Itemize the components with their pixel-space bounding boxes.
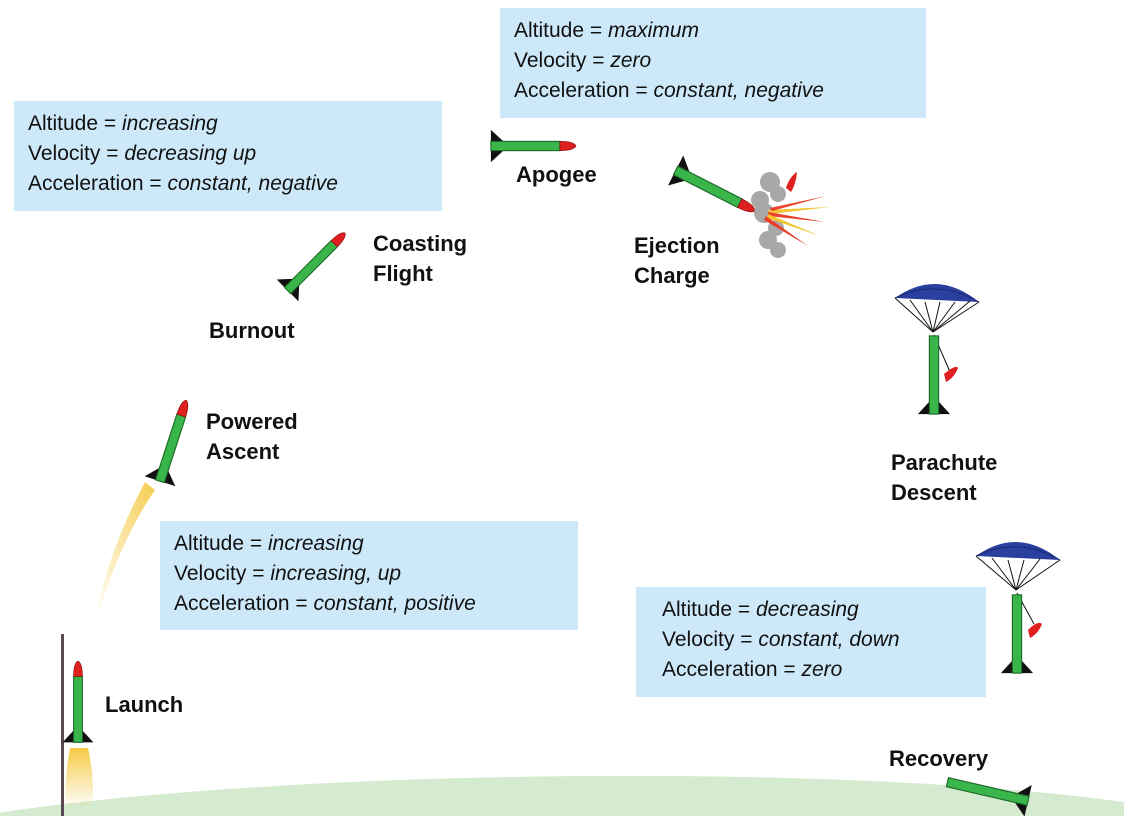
acceleration-row: Acceleration = constant, negative (514, 76, 912, 106)
recovery-rocket-icon (945, 776, 1032, 816)
acceleration-value: zero (801, 658, 843, 681)
altitude-row: Altitude = increasing (28, 109, 428, 139)
descent-info-box: Altitude = decreasing Velocity = constan… (636, 587, 986, 697)
altitude-label: Altitude = (28, 112, 122, 135)
ejection-flash (764, 196, 830, 246)
altitude-value: increasing (267, 532, 364, 555)
apogee-info-box: Altitude = maximum Velocity = zero Accel… (500, 8, 926, 118)
velocity-label: Velocity = (662, 628, 759, 651)
stage-label-line: Ejection (634, 233, 720, 258)
stage-label-parachute-descent: Parachute Descent (891, 448, 997, 508)
velocity-label: Velocity = (174, 562, 271, 585)
velocity-row: Velocity = zero (514, 46, 912, 76)
stage-label-coasting-flight: Coasting Flight (373, 229, 467, 289)
velocity-row: Velocity = decreasing up (28, 139, 428, 169)
altitude-value: maximum (607, 19, 699, 42)
launch-rocket-icon (62, 660, 94, 743)
acceleration-row: Acceleration = zero (662, 655, 972, 685)
ejected-nose-cone-icon (786, 172, 797, 192)
velocity-value: increasing, up (270, 562, 402, 585)
stage-label-apogee: Apogee (516, 162, 597, 187)
altitude-label: Altitude = (514, 19, 608, 42)
powered-ascent-rocket-icon (144, 394, 203, 487)
velocity-label: Velocity = (514, 49, 611, 72)
coasting-info-box: Altitude = increasing Velocity = decreas… (14, 101, 442, 211)
stage-label-line: Powered (206, 409, 298, 434)
altitude-row: Altitude = maximum (514, 16, 912, 46)
acceleration-row: Acceleration = constant, negative (28, 169, 428, 199)
velocity-value: decreasing up (124, 142, 257, 165)
acceleration-value: constant, negative (653, 79, 824, 102)
velocity-row: Velocity = constant, down (662, 625, 972, 655)
acceleration-row: Acceleration = constant, positive (174, 589, 564, 619)
altitude-label: Altitude = (662, 598, 756, 621)
stage-label-line: Coasting (373, 231, 468, 256)
coasting-rocket-icon (276, 221, 357, 302)
ejection-rocket-icon (667, 154, 763, 227)
powered-info-box: Altitude = increasing Velocity = increas… (160, 521, 578, 630)
acceleration-label: Acceleration = (28, 172, 168, 195)
stage-label-ejection-charge: Ejection Charge (634, 231, 720, 291)
launch-rod (61, 634, 64, 816)
apogee-rocket-icon (490, 129, 577, 163)
velocity-row: Velocity = increasing, up (174, 559, 564, 589)
velocity-value: constant, down (758, 628, 900, 651)
stage-label-burnout: Burnout (209, 318, 295, 343)
parachute-descent-rocket-icon (894, 283, 980, 415)
altitude-row: Altitude = decreasing (662, 595, 972, 625)
velocity-value: zero (610, 49, 652, 72)
acceleration-label: Acceleration = (174, 592, 314, 615)
altitude-label: Altitude = (174, 532, 268, 555)
acceleration-value: constant, negative (167, 172, 338, 195)
ground (0, 775, 1124, 816)
altitude-value: decreasing (755, 598, 859, 621)
stage-label-line: Flight (373, 261, 433, 286)
stage-label-powered-ascent: Powered Ascent (206, 407, 298, 467)
velocity-label: Velocity = (28, 142, 125, 165)
acceleration-label: Acceleration = (662, 658, 802, 681)
stage-label-line: Ascent (206, 439, 280, 464)
altitude-row: Altitude = increasing (174, 529, 564, 559)
stage-label-line: Parachute (891, 450, 998, 475)
altitude-value: increasing (121, 112, 218, 135)
stage-label-recovery: Recovery (889, 746, 989, 771)
stage-label-line: Charge (634, 263, 710, 288)
stage-label-launch: Launch (105, 692, 184, 717)
acceleration-label: Acceleration = (514, 79, 654, 102)
stage-label-line: Descent (891, 480, 977, 505)
launch-exhaust (65, 748, 93, 808)
acceleration-value: constant, positive (313, 592, 476, 615)
ascent-exhaust-trail (96, 482, 155, 622)
parachute-landing-rocket-icon (975, 541, 1061, 674)
